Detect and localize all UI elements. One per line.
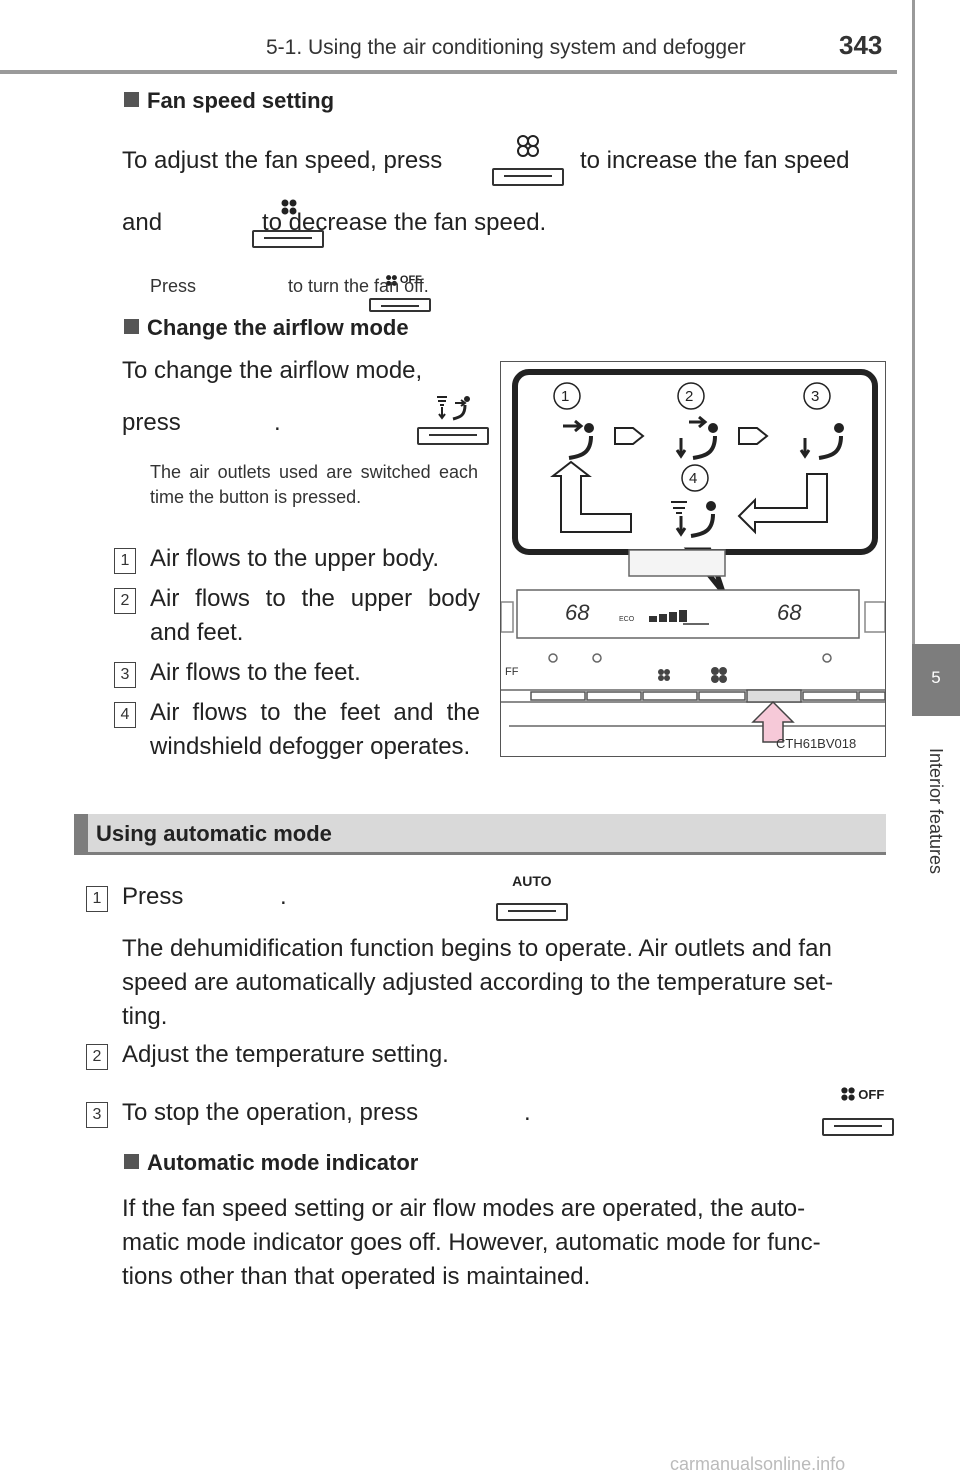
fan-text-c: and: [122, 209, 163, 236]
off-label: OFF: [399, 274, 422, 286]
callout-3: 3: [811, 388, 820, 405]
section-title: Using automatic mode: [96, 821, 332, 846]
airflow-text-b: press: [122, 409, 181, 436]
item-text: Air flows to the feet.: [150, 659, 361, 686]
eco-indicator: ECO: [619, 616, 635, 623]
square-bullet-icon: [124, 319, 139, 334]
step1-detail-line-1: The dehumidification function begins to …: [122, 935, 832, 962]
fan-off-button: OFF: [368, 274, 431, 312]
temp-left: 68: [565, 600, 590, 625]
fan-note-a: Press: [150, 276, 197, 296]
callout-1: 1: [561, 388, 570, 405]
item-number: 2: [114, 588, 136, 614]
fan-text-a: To adjust the fan speed, press: [122, 147, 443, 174]
temp-right: 68: [777, 600, 802, 625]
fan-down-button: [252, 198, 325, 248]
header-title: 5-1. Using the air conditioning system a…: [266, 36, 746, 59]
item-number: 3: [114, 662, 136, 688]
airflow-mode-button: [417, 393, 490, 445]
key-shape: [417, 427, 490, 445]
step3-text-b: .: [524, 1099, 531, 1126]
item-number: 4: [114, 702, 136, 728]
indicator-line-1: If the fan speed setting or air flow mod…: [122, 1195, 806, 1222]
airflow-heading: Change the airflow mode: [124, 315, 409, 341]
figure-illustration: [501, 369, 885, 743]
indicator-line-2: matic mode indicator goes off. However, …: [122, 1229, 821, 1256]
section-rule: [74, 852, 886, 855]
fan-large-icon: [517, 135, 539, 157]
item-text: Air flows to the feet and the windshield…: [150, 699, 480, 760]
section-title-bar: Using automatic mode: [74, 814, 886, 854]
step-number: 1: [86, 886, 108, 912]
step3-text-a: To stop the operation, press: [122, 1099, 419, 1126]
fan-text-b: to increase the fan speed: [580, 147, 850, 174]
fan-note-b: to turn the fan off.: [288, 276, 429, 296]
key-shape: [495, 903, 568, 921]
key-shape: [368, 298, 431, 312]
climate-panel-figure: 1 2 3 4 68 ECO 68 FF: [500, 361, 886, 757]
header-rule: [0, 70, 897, 74]
key-shape: [252, 230, 325, 248]
page-number: 343: [839, 30, 883, 60]
fan-small-icon: [281, 199, 297, 215]
chapter-label: Interior features: [914, 724, 954, 924]
off-label: OFF: [858, 1087, 885, 1102]
key-shape: [822, 1118, 895, 1136]
fan-heading-text: Fan speed setting: [147, 88, 335, 113]
fan-small-icon: [385, 275, 397, 286]
step1-detail-line-3: ting.: [122, 1003, 168, 1030]
airflow-note: The air outlets used are switched each t…: [150, 462, 478, 507]
key-shape: [492, 168, 564, 186]
fan-up-button: [492, 132, 564, 186]
airflow-text-c: .: [274, 409, 281, 436]
side-rule: [912, 0, 915, 644]
chapter-tab[interactable]: 5: [912, 644, 960, 716]
auto-label: AUTO: [512, 873, 552, 889]
item-text: Air flows to the upper body.: [150, 545, 440, 572]
step1-detail-line-2: speed are automatically adjusted accordi…: [122, 969, 834, 996]
watermark: carmanualsonline.info: [670, 1454, 846, 1474]
indicator-line-3: tions other than that operated is mainta…: [122, 1263, 591, 1290]
callout-2: 2: [685, 388, 694, 405]
airflow-text-a: To change the airflow mode,: [122, 357, 423, 384]
callout-4: 4: [689, 470, 698, 487]
step1-text-a: Press: [122, 883, 184, 910]
item-number: 1: [114, 548, 136, 574]
indicator-heading: Automatic mode indicator: [124, 1150, 418, 1176]
step1-text-b: .: [280, 883, 287, 910]
ff-label: FF: [505, 666, 519, 678]
indicator-heading-text: Automatic mode indicator: [147, 1150, 419, 1175]
step-number: 2: [86, 1044, 108, 1070]
step2-text: Adjust the temperature setting.: [122, 1041, 449, 1068]
step-number: 3: [86, 1102, 108, 1128]
auto-button: AUTO: [495, 873, 568, 921]
fan-text-d: to decrease the fan speed.: [262, 209, 547, 236]
square-bullet-icon: [124, 1154, 139, 1169]
fan-small-icon: [841, 1087, 855, 1101]
off-button: OFF: [822, 1086, 895, 1136]
airflow-mode-icon: [437, 396, 471, 421]
item-text: Air flows to the upper body and feet.: [150, 585, 480, 646]
chapter-label-text: Interior features: [926, 748, 946, 875]
fan-heading: Fan speed setting: [124, 88, 334, 114]
figure-code: CTH61BV018: [776, 736, 857, 751]
mode-icons: [563, 415, 844, 538]
square-bullet-icon: [124, 92, 139, 107]
airflow-heading-text: Change the airflow mode: [147, 315, 409, 340]
